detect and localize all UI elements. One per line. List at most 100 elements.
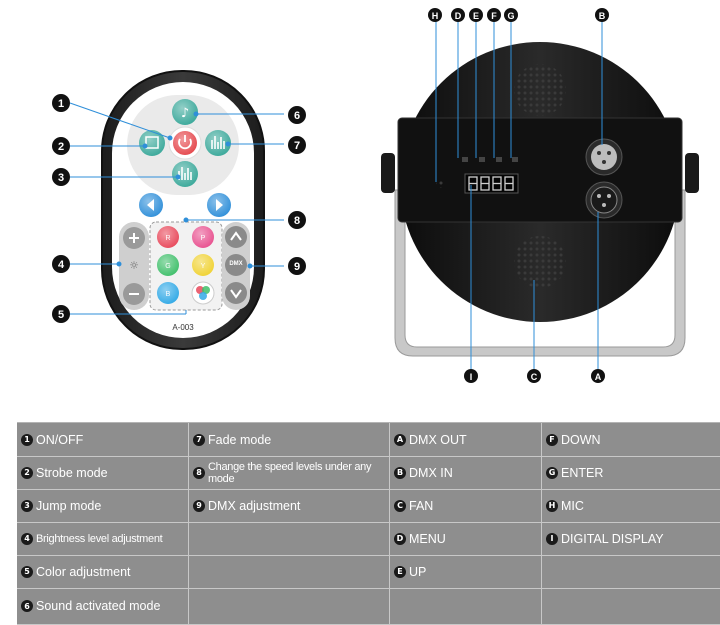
svg-text:B: B — [599, 11, 606, 21]
svg-text:F: F — [491, 11, 497, 21]
badge-I: I — [464, 369, 478, 383]
mic-hole — [436, 180, 444, 188]
legend-text: ON/OFF — [36, 432, 84, 447]
svg-text:E: E — [473, 11, 479, 21]
color-rgb-button[interactable] — [191, 281, 215, 305]
jump-mode-button[interactable] — [172, 161, 198, 187]
dmx-button[interactable]: DMX — [225, 254, 247, 276]
legend-text: Change the speed levels under any mode — [208, 460, 372, 485]
svg-text:5: 5 — [58, 309, 64, 321]
color-pink-button[interactable]: P — [192, 226, 214, 248]
badge-7: 7 — [288, 136, 306, 154]
legend-text: Jump mode — [36, 498, 102, 513]
badge-9: 9 — [288, 257, 306, 275]
svg-text:B: B — [166, 291, 171, 298]
badge-5: 5 — [52, 305, 70, 323]
legend-cell — [188, 522, 389, 555]
svg-text:G: G — [507, 11, 514, 21]
legend-text: Color adjustment — [36, 564, 131, 579]
svg-text:P: P — [201, 235, 206, 242]
legend-cell — [188, 588, 389, 624]
legend-badge: G — [546, 466, 558, 479]
svg-text:D: D — [455, 11, 462, 21]
dmx-up-button[interactable] — [225, 226, 247, 248]
legend-text: Brightness level adjustment — [36, 532, 163, 545]
legend-badge: 7 — [193, 433, 205, 446]
fixture-callout-lines — [435, 20, 603, 370]
product-diagram: ♪ — [52, 8, 699, 383]
badge-C: C — [527, 369, 541, 383]
legend-text: DIGITAL DISPLAY — [561, 531, 664, 546]
brightness-up-button[interactable] — [123, 227, 145, 249]
svg-text:H: H — [432, 11, 439, 21]
badge-6: 6 — [288, 106, 306, 124]
power-button[interactable] — [168, 126, 202, 160]
legend-badge: D — [394, 532, 406, 545]
legend-text: Sound activated mode — [36, 599, 161, 613]
legend-badge: A — [394, 433, 406, 446]
remote-model-label: A-003 — [172, 323, 194, 332]
legend-text: DMX IN — [409, 465, 453, 480]
legend-badge: E — [394, 565, 406, 578]
legend-text: DOWN — [561, 432, 601, 447]
fade-mode-button[interactable] — [205, 130, 231, 156]
color-yellow-button[interactable]: Y — [192, 254, 214, 276]
svg-text:I: I — [470, 372, 473, 382]
badge-H: H — [428, 8, 442, 22]
legend-badge: I — [546, 532, 558, 545]
legend-cell — [188, 555, 389, 588]
sound-mode-button[interactable]: ♪ — [172, 99, 198, 125]
svg-text:8: 8 — [294, 215, 300, 227]
badge-4: 4 — [52, 255, 70, 273]
badge-D: D — [451, 8, 465, 22]
color-blue-button[interactable]: B — [157, 282, 179, 304]
svg-text:R: R — [165, 235, 170, 242]
brightness-down-button[interactable] — [123, 283, 145, 305]
legend-badge: 3 — [21, 499, 33, 512]
fixture-buttons — [462, 157, 518, 162]
svg-text:G: G — [165, 263, 170, 270]
color-red-button[interactable]: R — [157, 226, 179, 248]
light-fixture — [381, 42, 699, 357]
legend-text: MIC — [561, 498, 584, 513]
speed-up-button[interactable] — [207, 193, 231, 217]
remote-callout-lines — [69, 102, 284, 315]
dmx-down-button[interactable] — [225, 282, 247, 304]
legend-badge: F — [546, 433, 558, 446]
strobe-mode-button[interactable] — [139, 130, 165, 156]
legend-text: DMX adjustment — [208, 498, 301, 513]
badge-2: 2 — [52, 137, 70, 155]
svg-text:2: 2 — [58, 141, 64, 153]
legend-text: UP — [409, 564, 427, 579]
speed-down-button[interactable] — [139, 193, 163, 217]
svg-text:C: C — [531, 372, 538, 382]
color-green-button[interactable]: G — [157, 254, 179, 276]
legend-badge: 5 — [21, 565, 33, 578]
badge-G: G — [504, 8, 518, 22]
legend-badge: B — [394, 466, 406, 479]
badge-F: F — [487, 8, 501, 22]
legend-text: Fade mode — [208, 432, 272, 447]
badge-3: 3 — [52, 168, 70, 186]
legend-badge: C — [394, 499, 406, 512]
svg-text:♪: ♪ — [181, 106, 189, 121]
legend-text: FAN — [409, 498, 434, 513]
svg-text:7: 7 — [294, 140, 300, 152]
legend-badge: 9 — [193, 499, 205, 512]
svg-text:DMX: DMX — [229, 261, 242, 267]
badge-8: 8 — [288, 211, 306, 229]
legend-badge: 2 — [21, 466, 33, 479]
